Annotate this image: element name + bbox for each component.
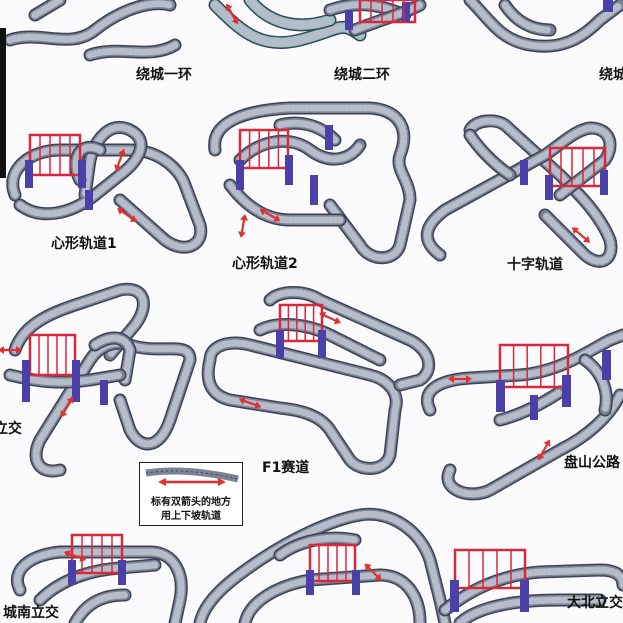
label-rao-cheng-cut: 绕城 xyxy=(599,67,623,83)
layout-xin-xing-2 xyxy=(208,101,417,265)
legend-slope-track-icon xyxy=(145,467,239,486)
layout-li-jiao xyxy=(3,282,197,478)
edge-bar xyxy=(0,28,6,178)
legend-box: 标有双箭头的地方 用上下坡轨道 xyxy=(139,462,243,526)
layout-rao-cheng-er-huan xyxy=(208,0,427,50)
label-da-bei-cut: 大北立交 xyxy=(567,595,623,611)
label-pan-shan-cut: 盘山公路 xyxy=(564,455,620,471)
label-rao-cheng-yi-huan: 绕城一环 xyxy=(136,67,192,83)
layout-da-bei xyxy=(438,548,623,623)
label-li-jiao-cut: 立交 xyxy=(0,421,22,437)
label-rao-cheng-er-huan: 绕城二环 xyxy=(334,67,390,83)
label-xin-xing-1: 心形轨道1 xyxy=(51,236,117,252)
layout-cheng-nan xyxy=(11,533,188,623)
layout-shi-zi xyxy=(420,114,618,268)
slope-arrows xyxy=(0,3,591,581)
label-cheng-nan-cut: 城南立交 xyxy=(3,605,59,621)
layout-xin-xing-1 xyxy=(6,120,208,254)
layout-pan-shan xyxy=(421,328,623,501)
legend-line-1: 标有双箭头的地方 xyxy=(151,497,231,508)
legend-line-2: 用上下坡轨道 xyxy=(161,511,221,522)
label-f1: F1赛道 xyxy=(262,460,310,476)
label-shi-zi: 十字轨道 xyxy=(507,257,563,273)
layout-f1 xyxy=(201,286,436,475)
label-xin-xing-2: 心形轨道2 xyxy=(232,256,298,272)
layout-rao-cheng-right xyxy=(463,0,623,53)
layout-middle-bottom xyxy=(193,507,452,623)
layout-rao-cheng-yi-huan xyxy=(3,0,182,62)
